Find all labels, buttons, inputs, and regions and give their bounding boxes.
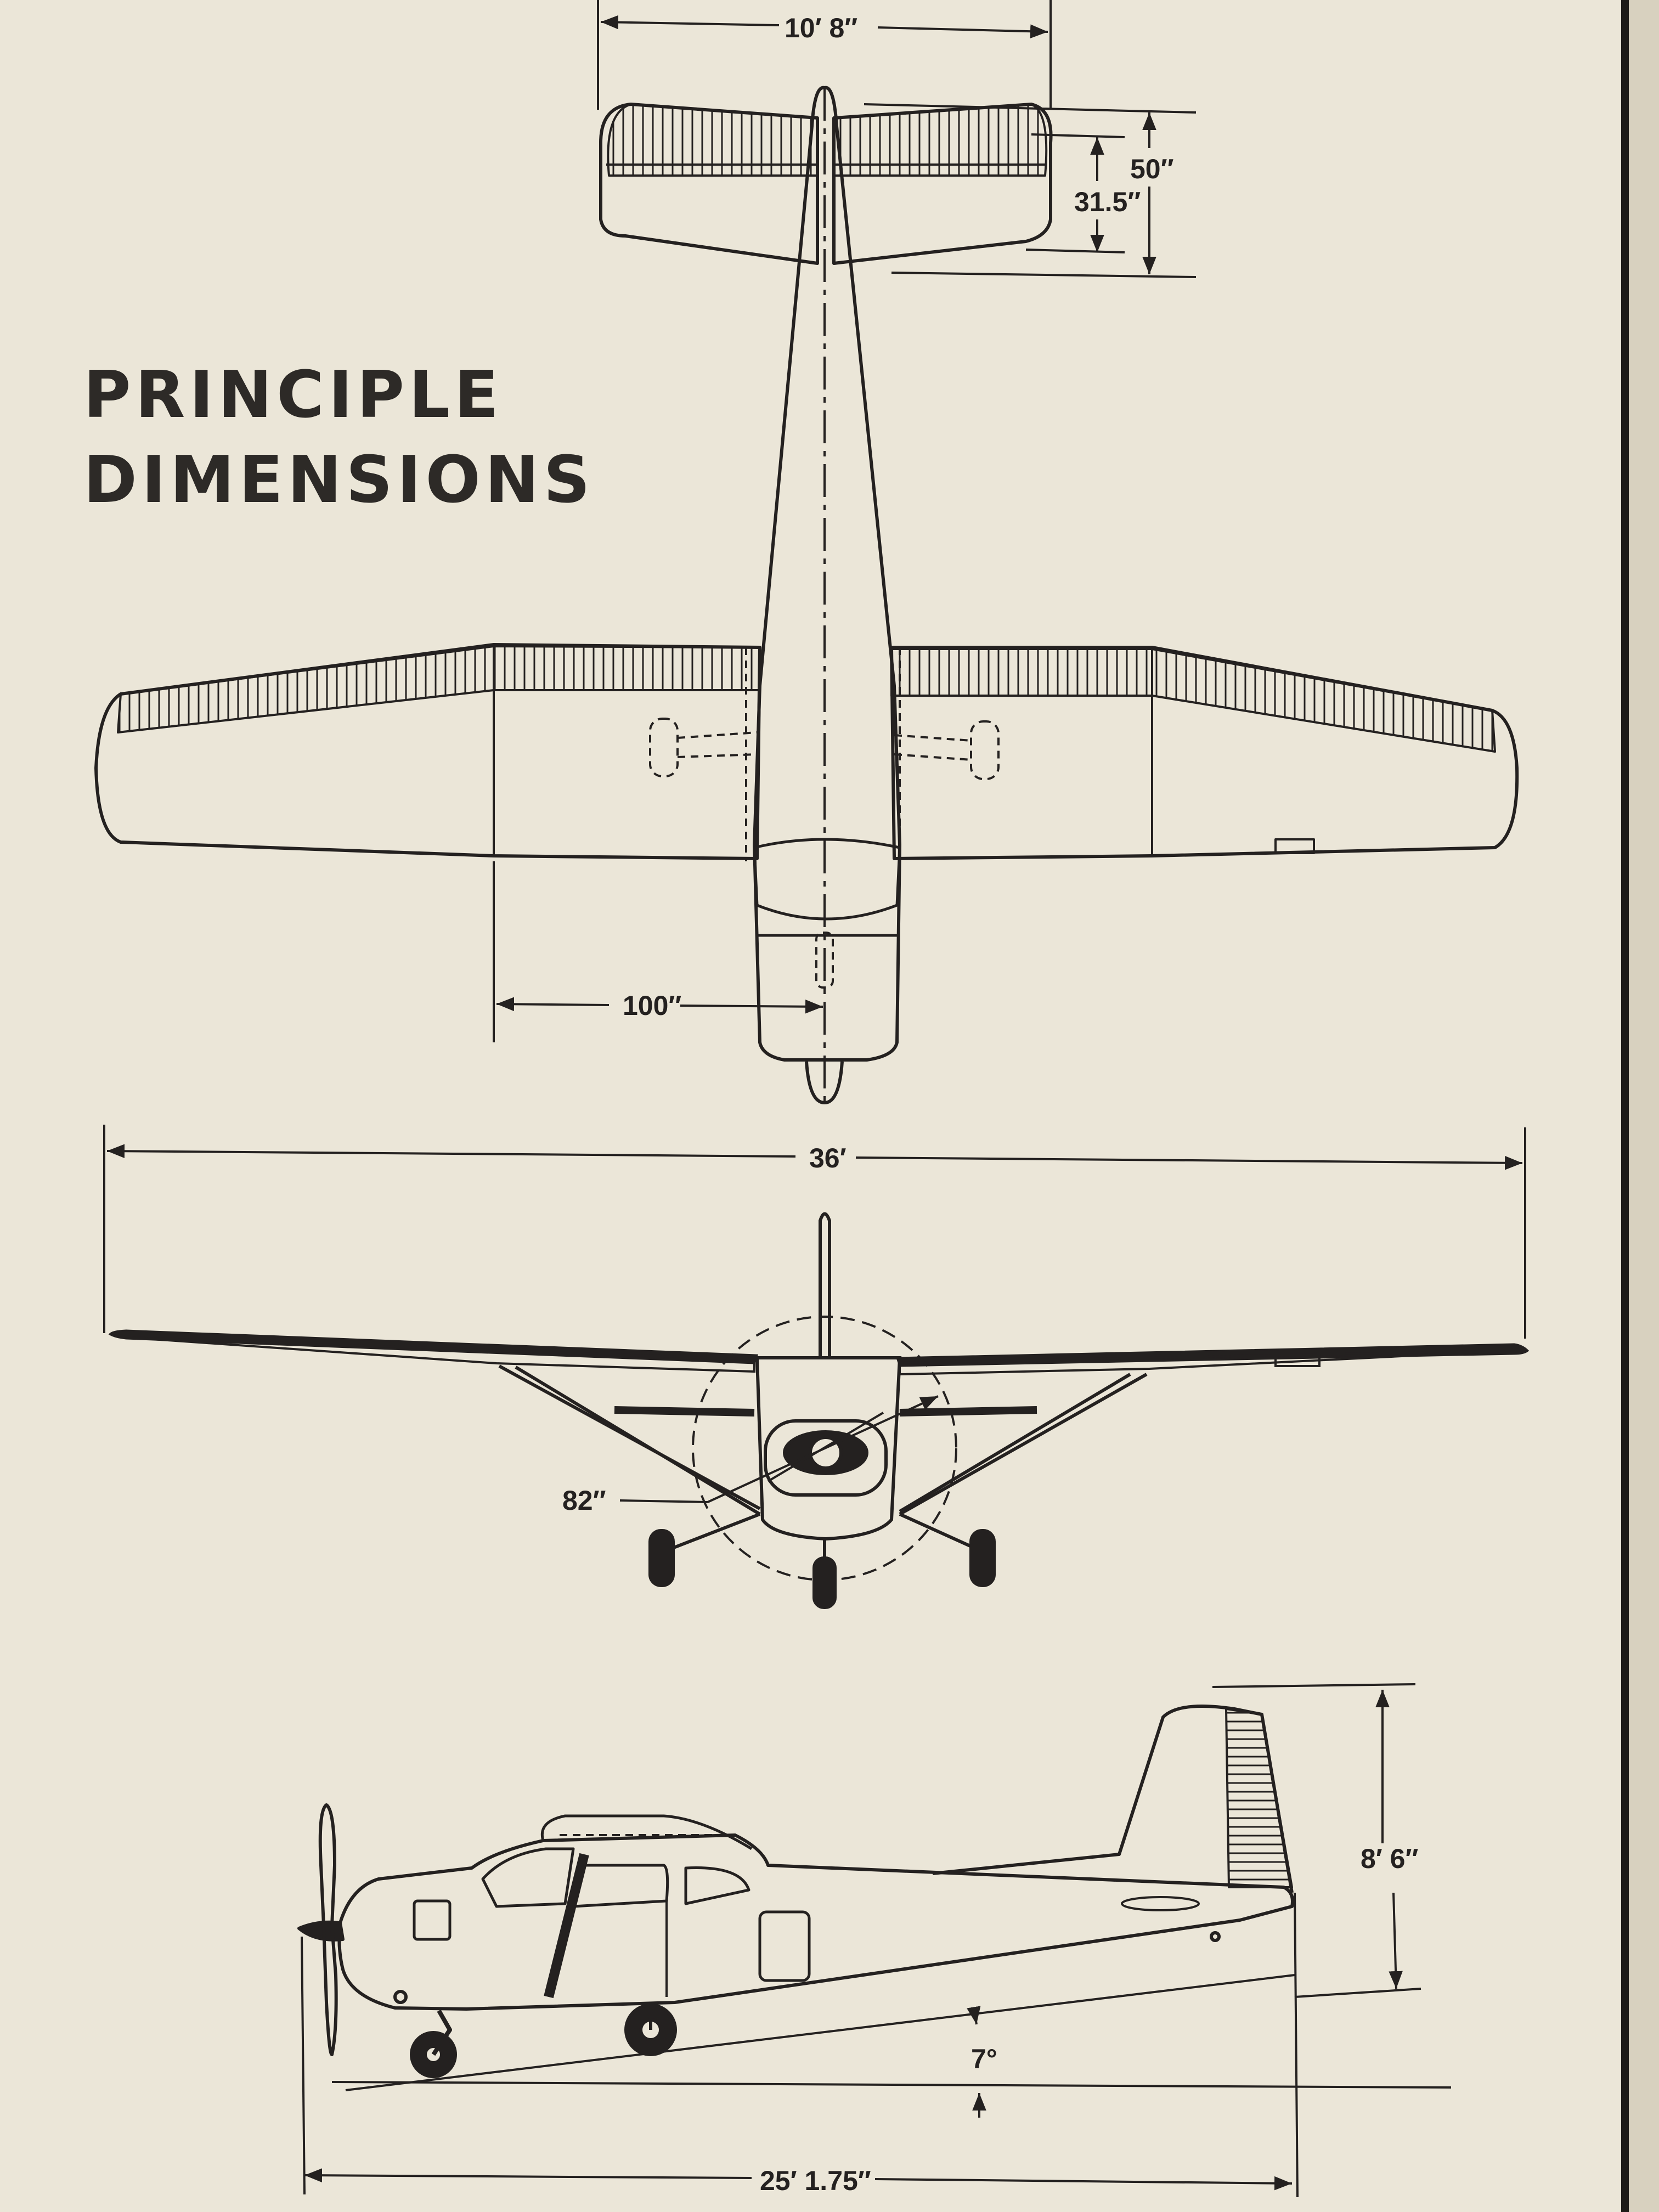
nose-wheel	[812, 1556, 837, 1609]
dim-wing-station: 100″	[623, 990, 681, 1021]
dim-stabilizer-root-chord: 50″	[1130, 154, 1174, 184]
side-dimensions	[301, 1683, 1452, 2198]
propeller-side	[318, 1803, 338, 2056]
dim-propeller-diameter: 82″	[562, 1485, 606, 1516]
wing-left	[94, 643, 761, 860]
fin-side	[932, 1705, 1294, 1893]
wheel-right	[969, 1529, 996, 1587]
dim-ground-angle: 7°	[971, 2044, 997, 2074]
wing-right	[890, 646, 1519, 860]
dim-elevator-chord: 31.5″	[1074, 187, 1141, 217]
heading-line-2: DIMENSIONS	[83, 442, 595, 517]
dim-height: 8′ 6″	[1361, 1843, 1418, 1874]
span-dimension	[103, 1125, 1526, 1339]
dim-stabilizer-span: 10′ 8″	[785, 13, 857, 43]
side-view	[297, 1705, 1294, 2078]
spinner-top	[805, 1061, 844, 1104]
fuselage-top	[753, 86, 901, 1062]
aileron-hatch-right	[890, 648, 1496, 753]
elevator-hatch-left	[607, 103, 819, 177]
page-edge	[1628, 0, 1659, 2212]
prop-dim	[619, 1395, 939, 1503]
windshield-side	[481, 1847, 575, 1908]
top-dimensions	[493, 0, 1197, 1042]
dim-wing-span: 36′	[809, 1143, 847, 1173]
wheel-left	[648, 1529, 675, 1587]
page-border-line	[1621, 0, 1629, 2212]
fin-front	[819, 1212, 831, 1359]
spinner-side	[297, 1920, 345, 1942]
dim-overall-length: 25′ 1.75″	[760, 2165, 871, 2196]
heading-line-1: PRINCIPLE	[83, 357, 503, 432]
rudder-hatch	[1225, 1708, 1293, 1888]
fuselage-side	[337, 1833, 1294, 2011]
cabin-roof	[541, 1814, 753, 1850]
windshield-top	[753, 838, 901, 921]
cowling-front	[755, 1356, 902, 1541]
stabilizer-left	[599, 103, 819, 265]
rear-window	[684, 1866, 751, 1905]
side-window	[572, 1864, 669, 1908]
top-view	[94, 86, 1519, 1104]
front-view	[108, 1212, 1530, 1609]
